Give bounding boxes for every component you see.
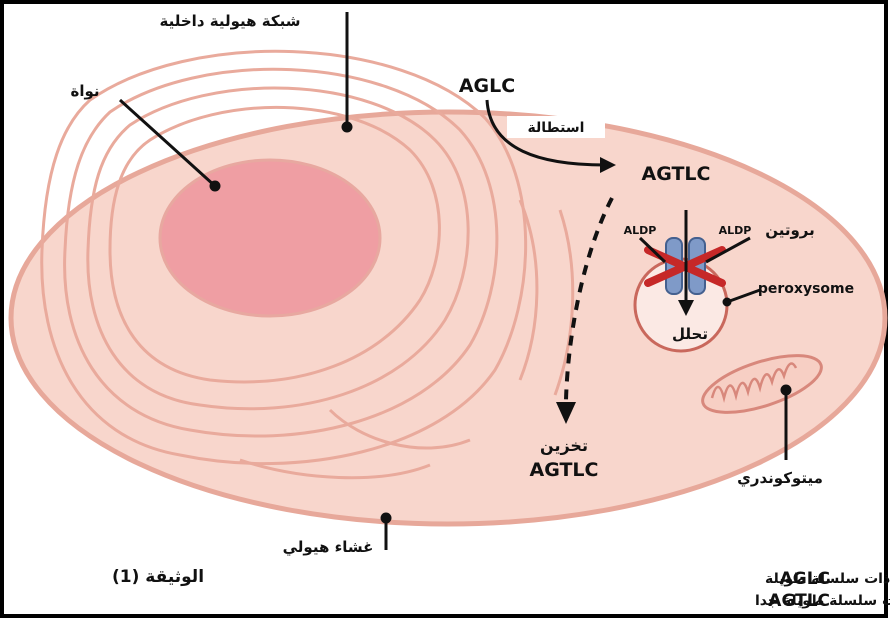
label-aglc: AGLC <box>459 75 515 97</box>
label-er: شبكة هيولية داخلية <box>160 12 301 30</box>
label-storage: تخزين <box>540 436 588 455</box>
label-mitochondrion: ميتوكوندري <box>737 469 823 488</box>
label-agtlc-storage: AGTLC <box>530 459 599 481</box>
label-aldp-right: ALDP <box>719 224 752 237</box>
label-protein: بروتين <box>765 221 815 239</box>
label-agtlc: AGTLC <box>642 163 711 185</box>
label-nucleus: نواة <box>70 82 99 100</box>
label-cell-membrane: غشاء هيولي <box>283 538 374 556</box>
legend-agtlc-def: : أحماض دهنية ذات سلسلة طويلة جدا <box>755 591 890 609</box>
label-aldp-left: ALDP <box>624 224 657 237</box>
label-degradation: تحلل <box>672 325 708 343</box>
cell-cytoplasm <box>11 112 885 524</box>
figure-title: الوثيقة (1) <box>112 567 204 587</box>
legend-aglc-def: : أحماض دهنية ذات سلسلة طويلة <box>765 569 890 587</box>
label-peroxysome: peroxysome <box>758 281 854 297</box>
label-elongation: استطالة <box>528 120 585 136</box>
nucleus <box>160 160 380 316</box>
